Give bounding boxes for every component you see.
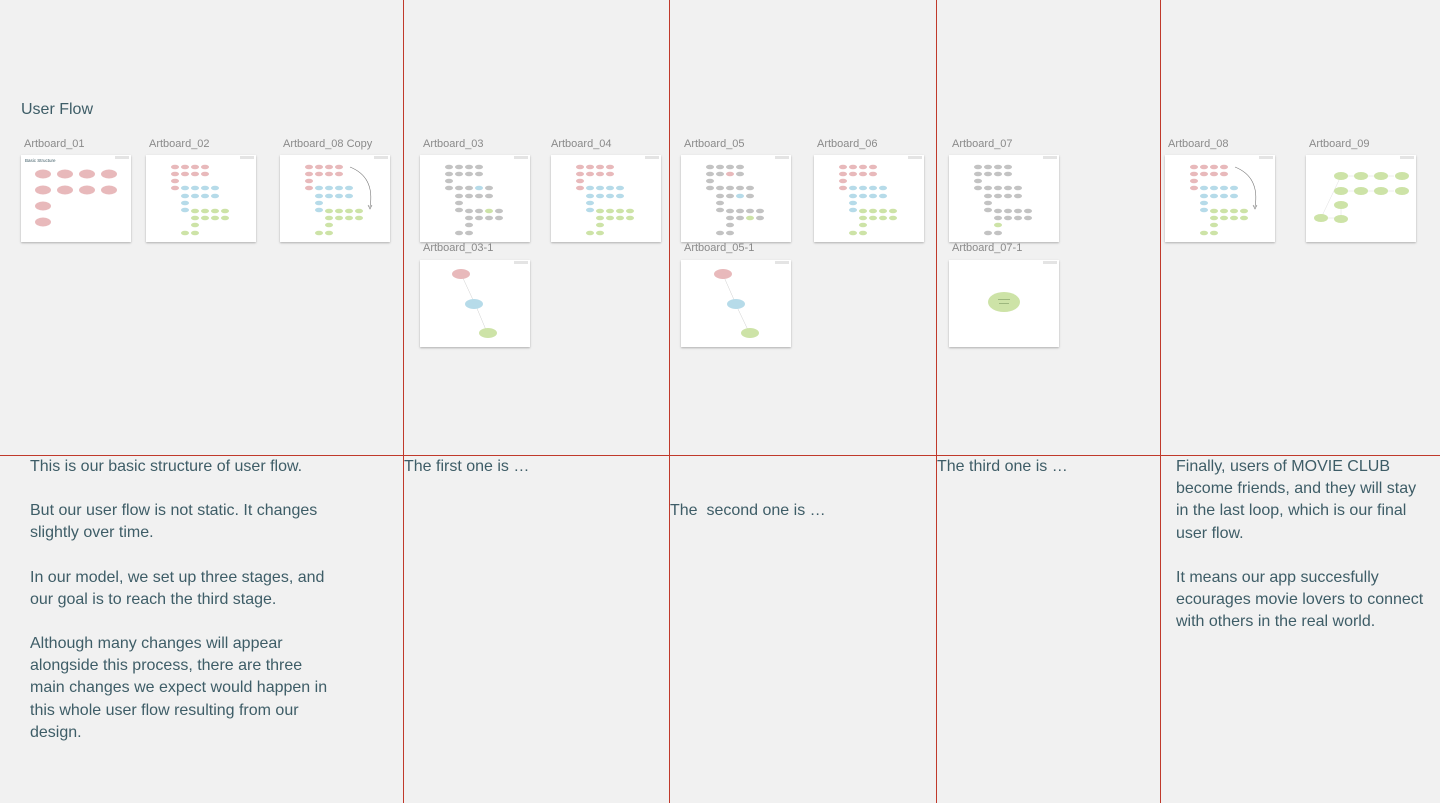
artboard-09-thumbnail-graphic [1314,156,1414,223]
notes-column-first-change: The first one is … [404,456,664,500]
column-divider [669,0,670,803]
column-divider [936,0,937,803]
note-paragraph: Finally, users of MOVIE CLUB become frie… [1176,458,1417,542]
artboard-thumbnail[interactable]: Basic Structure [21,155,131,242]
artboard-04-thumbnail-graphic [576,156,659,236]
artboard-02-thumbnail-graphic [171,156,254,236]
artboard-label[interactable]: Artboard_04 [551,138,612,150]
artboard-thumbnail[interactable] [949,260,1059,347]
artboard-07-thumbnail-graphic [974,156,1057,236]
artboard-thumbnail[interactable] [681,260,791,347]
notes-column-final-user-flow: Finally, users of MOVIE CLUB become frie… [1176,456,1424,655]
artboard-thumbnail[interactable] [814,155,924,242]
artboard-thumbnail[interactable] [280,155,390,242]
artboard-08-copy-thumbnail-graphic [305,156,388,236]
artboard-thumbnail[interactable] [420,260,530,347]
artboard-03-thumbnail-graphic [445,156,528,236]
artboard-thumbnail[interactable] [949,155,1059,242]
artboard-06-thumbnail-graphic [839,156,922,236]
notes-column-basic-structure: This is our basic structure of user flow… [30,456,330,766]
artboard-thumbnail[interactable] [551,155,661,242]
artboard-label[interactable]: Artboard_02 [149,138,210,150]
artboard-label[interactable]: Artboard_03 [423,138,484,150]
artboard-05-thumbnail-graphic [706,156,789,236]
artboard-label[interactable]: Artboard_03-1 [423,242,494,254]
artboard-thumbnail[interactable] [681,155,791,242]
artboard-thumbnail[interactable] [1306,155,1416,242]
notes-column-third-change: The third one is … [937,456,1157,500]
artboard-03-1-thumbnail-graphic [452,261,528,338]
artboard-thumbnail[interactable] [420,155,530,242]
artboard-label[interactable]: Artboard_07 [952,138,1013,150]
artboard-label[interactable]: Artboard_05 [684,138,745,150]
note-paragraph: In our model, we set up three stages, an… [30,568,325,608]
artboard-thumbnail[interactable] [146,155,256,242]
row-divider [0,455,1440,456]
note-paragraph: The first one is … [404,458,530,475]
artboard-thumbnail[interactable] [1165,155,1275,242]
artboard-08-thumbnail-graphic [1190,156,1273,236]
note-paragraph: The second one is … [670,502,826,520]
note-paragraph: Although many changes will appear alongs… [30,635,328,741]
artboard-label[interactable]: Artboard_05-1 [684,242,755,254]
note-paragraph: This is our basic structure of user flow… [30,458,303,475]
artboard-label[interactable]: Artboard_09 [1309,138,1370,150]
artboard-label[interactable]: Artboard_08 [1168,138,1229,150]
artboard-01-thumbnail-graphic: Basic Structure [25,156,129,227]
note-paragraph: But our user flow is not static. It chan… [30,502,318,542]
artboard-label[interactable]: Artboard_07-1 [952,242,1023,254]
artboard-label[interactable]: Artboard_01 [24,138,85,150]
notes-column-second-change: The second one is … [670,456,930,589]
artboard-07-1-thumbnail-graphic [988,261,1057,312]
column-divider [1160,0,1161,803]
note-paragraph: The third one is … [937,458,1068,475]
page-title: User Flow [21,101,94,118]
artboard-label[interactable]: Artboard_08 Copy [283,138,373,150]
note-paragraph: It means our app succesfully ecourages m… [1176,568,1424,631]
artboard-05-1-thumbnail-graphic [714,261,789,338]
artboard-inner-heading: Basic Structure [25,158,56,163]
artboard-label[interactable]: Artboard_06 [817,138,878,150]
column-divider [403,0,404,803]
